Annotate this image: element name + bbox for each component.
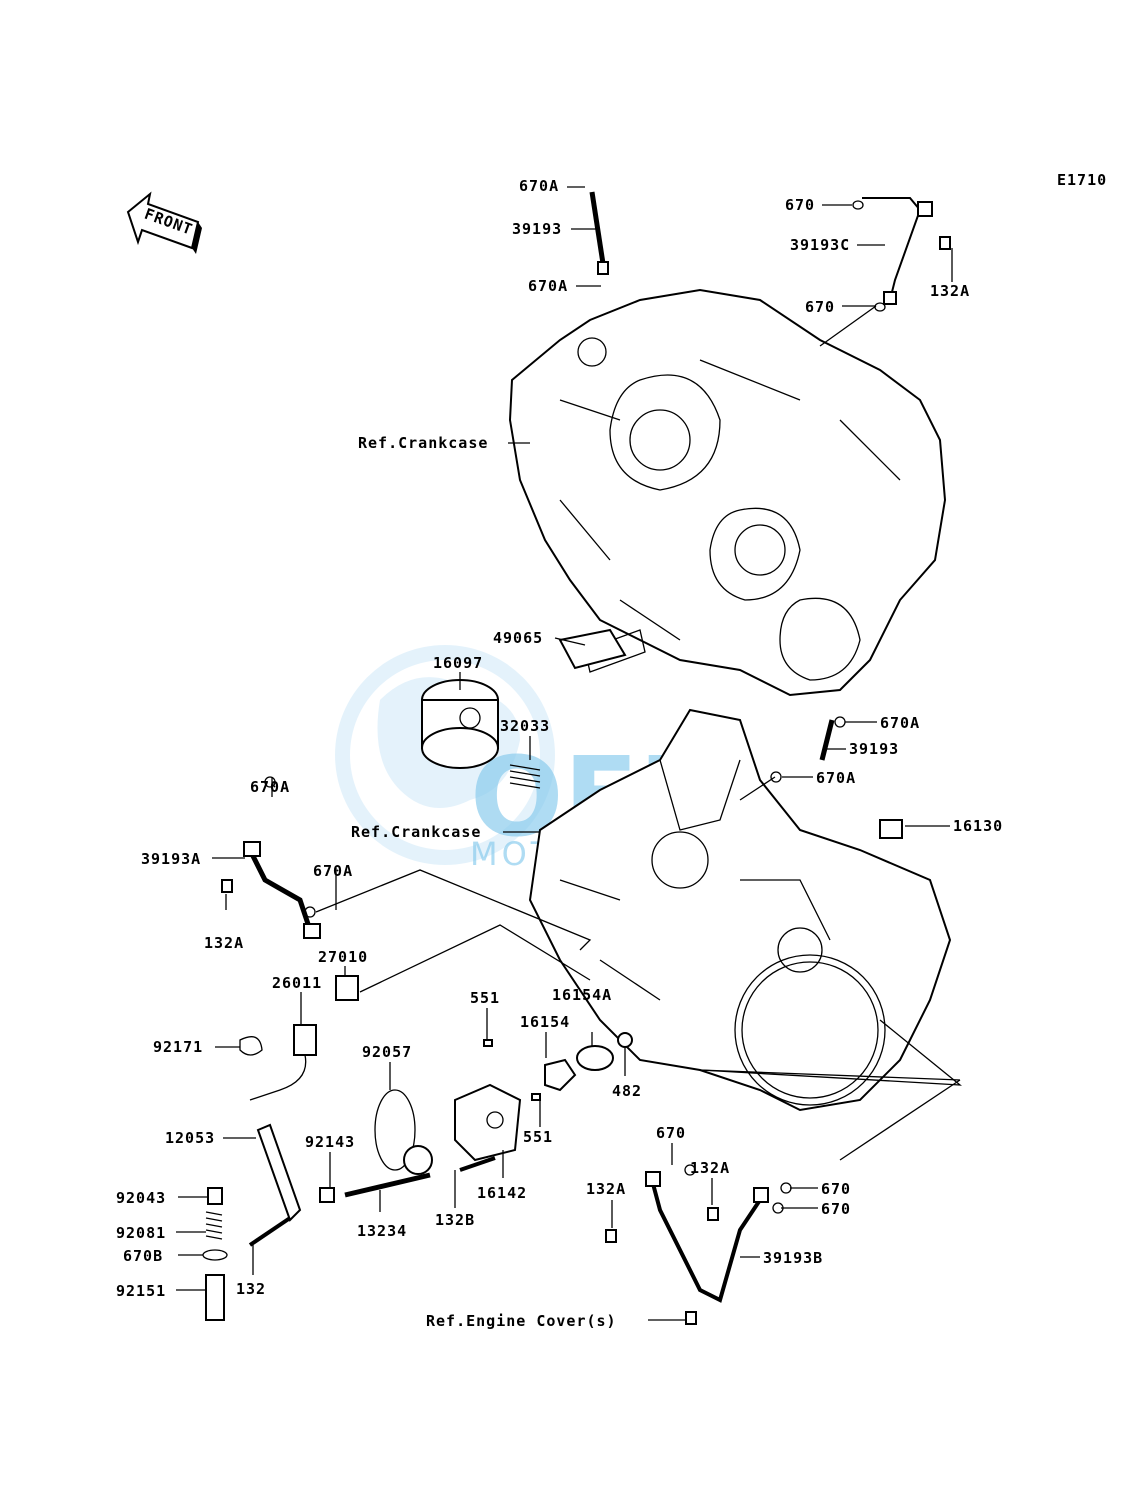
label-670B: 670B xyxy=(123,1247,163,1265)
label-39193-top: 39193 xyxy=(512,220,562,238)
label-ref-crankcase-lower: Ref.Crankcase xyxy=(351,823,481,841)
label-670A-right: 670A xyxy=(816,769,856,787)
label-132A-right: 132A xyxy=(690,1159,730,1177)
upper-crankcase-drawing xyxy=(508,288,947,697)
label-132-bottom: 132 xyxy=(236,1280,266,1298)
label-16097: 16097 xyxy=(433,654,483,672)
label-670A-upper: 670A xyxy=(528,277,568,295)
parts-drawing xyxy=(202,191,951,1325)
label-670A-left: 670A xyxy=(250,778,290,796)
label-13234: 13234 xyxy=(357,1222,407,1240)
label-670-right-top: 670 xyxy=(821,1180,851,1198)
label-92151: 92151 xyxy=(116,1282,166,1300)
lower-crankcase-drawing xyxy=(528,708,952,1112)
label-32033: 32033 xyxy=(500,717,550,735)
diagram-code: E1710 xyxy=(1057,171,1107,189)
label-551-bottom: 551 xyxy=(523,1128,553,1146)
label-16154A: 16154A xyxy=(552,986,612,1004)
label-16130: 16130 xyxy=(953,817,1003,835)
label-551-top: 551 xyxy=(470,989,500,1007)
label-670A-top: 670A xyxy=(519,177,559,195)
label-482: 482 xyxy=(612,1082,642,1100)
label-12053: 12053 xyxy=(165,1129,215,1147)
label-49065: 49065 xyxy=(493,629,543,647)
label-ref-engine-cover: Ref.Engine Cover(s) xyxy=(426,1312,617,1330)
label-670-mid: 670 xyxy=(656,1124,686,1142)
label-92043: 92043 xyxy=(116,1189,166,1207)
label-39193-right: 39193 xyxy=(849,740,899,758)
label-92171: 92171 xyxy=(153,1038,203,1056)
leader-lines xyxy=(176,186,962,1321)
label-39193B: 39193B xyxy=(763,1249,823,1267)
label-670A-mid: 670A xyxy=(313,862,353,880)
part-labels: E1710 670A 39193 670A 670 39193C 132A 67… xyxy=(116,171,1107,1330)
label-92143: 92143 xyxy=(305,1133,355,1151)
label-26011: 26011 xyxy=(272,974,322,992)
label-132A-lower: 132A xyxy=(586,1180,626,1198)
front-arrow-icon: FRONT xyxy=(126,191,202,254)
label-670-upper: 670 xyxy=(805,298,835,316)
label-16142: 16142 xyxy=(477,1184,527,1202)
label-39193C: 39193C xyxy=(790,236,850,254)
label-39193A: 39193A xyxy=(141,850,201,868)
label-92057: 92057 xyxy=(362,1043,412,1061)
label-132A-top: 132A xyxy=(930,282,970,300)
label-670-top: 670 xyxy=(785,196,815,214)
label-ref-crankcase-upper: Ref.Crankcase xyxy=(358,434,488,452)
label-27010: 27010 xyxy=(318,948,368,966)
label-16154: 16154 xyxy=(520,1013,570,1031)
label-670-right: 670 xyxy=(821,1200,851,1218)
label-92081: 92081 xyxy=(116,1224,166,1242)
label-670A-right-top: 670A xyxy=(880,714,920,732)
label-132B: 132B xyxy=(435,1211,475,1229)
label-132A-left: 132A xyxy=(204,934,244,952)
